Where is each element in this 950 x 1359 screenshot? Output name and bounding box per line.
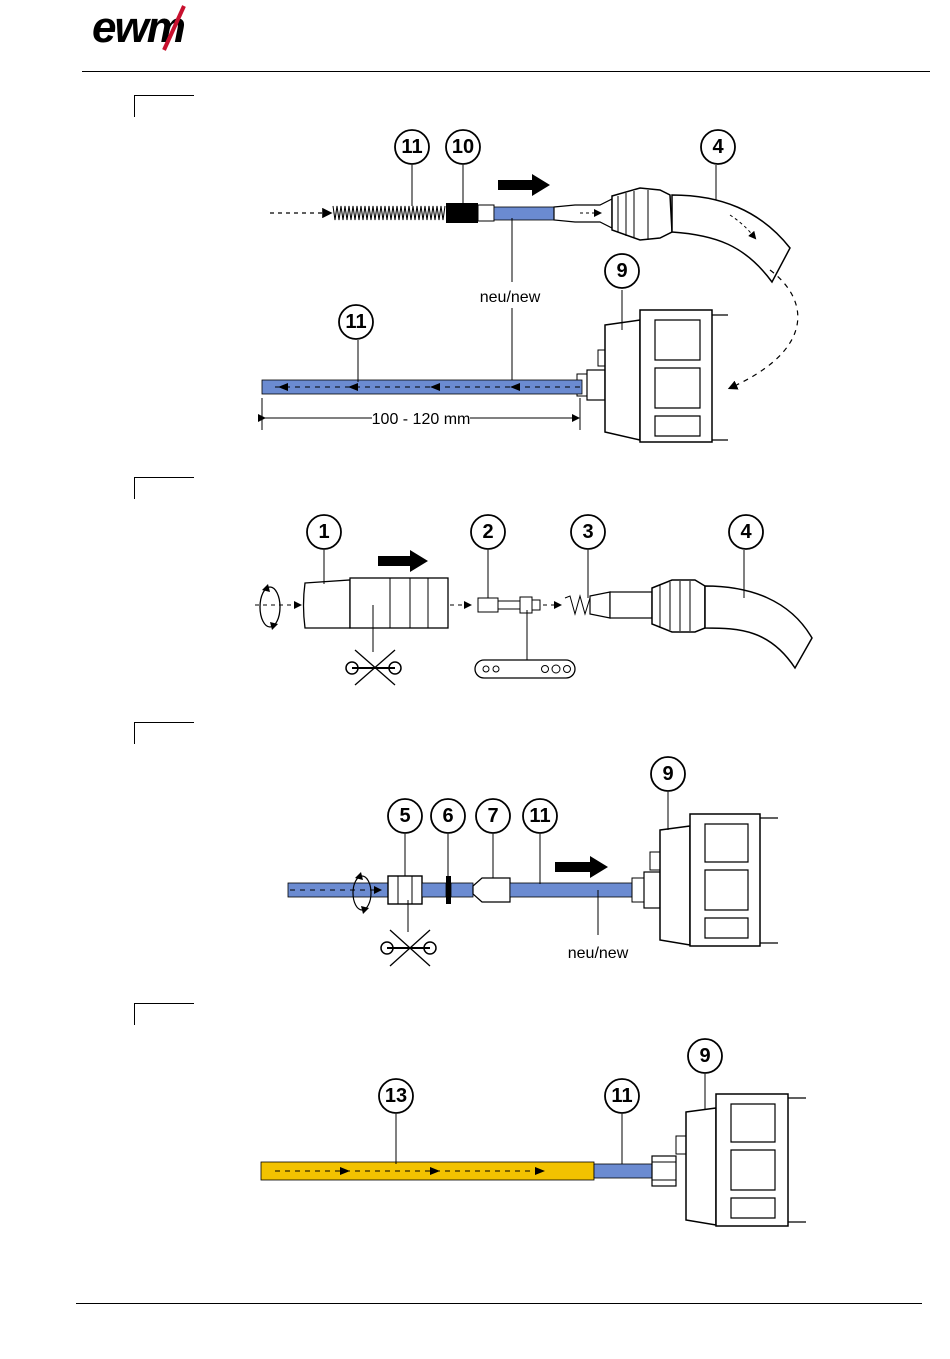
callout: 1 — [307, 515, 341, 549]
step-marker — [134, 477, 194, 499]
dimension-label: 100 - 120 mm — [372, 411, 471, 428]
callout: 7 — [476, 799, 510, 833]
callout: 9 — [651, 757, 685, 791]
callout: 2 — [471, 515, 505, 549]
callout: 4 — [729, 515, 763, 549]
callout: 13 — [379, 1079, 413, 1113]
svg-text:11: 11 — [345, 311, 366, 333]
central-connector-9 — [632, 814, 778, 946]
svg-text:13: 13 — [385, 1085, 407, 1107]
central-connector-9 — [577, 310, 728, 442]
ewm-logo: ewm — [92, 2, 222, 52]
svg-text:ewm: ewm — [92, 3, 185, 52]
contact-tip-2 — [478, 597, 540, 613]
svg-text:9: 9 — [616, 260, 627, 282]
no-wrench-icon — [346, 650, 401, 685]
svg-text:2: 2 — [482, 521, 493, 543]
callout: 6 — [431, 799, 465, 833]
svg-text:10: 10 — [452, 136, 474, 158]
callout: 5 — [388, 799, 422, 833]
callout: 9 — [688, 1039, 722, 1073]
new-label: neu/new — [568, 945, 629, 962]
callout: 11 — [395, 130, 429, 164]
sleeve-10 — [446, 203, 478, 223]
svg-text:6: 6 — [442, 805, 453, 827]
svg-text:4: 4 — [740, 521, 752, 543]
collet-7 — [473, 878, 510, 902]
central-connector-9 — [652, 1094, 806, 1226]
svg-text:5: 5 — [399, 805, 410, 827]
nut-5 — [388, 876, 422, 904]
spiral-liner — [333, 205, 445, 221]
torch-neck-4 — [672, 195, 790, 282]
callout: 11 — [523, 799, 557, 833]
step-marker — [134, 95, 194, 117]
svg-text:11: 11 — [529, 805, 550, 827]
svg-text:7: 7 — [487, 805, 498, 827]
figure-guide-tube: 13 11 9 — [0, 1035, 950, 1235]
callout: 9 — [605, 254, 639, 288]
new-liner — [494, 207, 554, 220]
direction-arrow — [498, 174, 550, 196]
direction-arrow — [378, 550, 428, 572]
svg-text:4: 4 — [712, 136, 724, 158]
callout: 11 — [339, 305, 373, 339]
gas-nozzle-1 — [304, 580, 351, 628]
direction-arrow — [555, 856, 608, 878]
callout: 10 — [446, 130, 480, 164]
svg-text:3: 3 — [582, 521, 593, 543]
torch-neck-4 — [705, 586, 812, 668]
svg-text:9: 9 — [662, 763, 673, 785]
svg-text:11: 11 — [611, 1085, 632, 1107]
header-rule — [82, 71, 930, 72]
figure-liner-removal: 11 10 4 9 11 neu/new 100 - 120 mm — [0, 120, 950, 450]
svg-text:1: 1 — [318, 521, 329, 543]
footer-rule — [76, 1303, 922, 1304]
step-marker — [134, 722, 194, 744]
o-ring-6 — [446, 876, 451, 904]
liner-11 — [510, 883, 632, 897]
callout: 11 — [605, 1079, 639, 1113]
callout: 4 — [701, 130, 735, 164]
liner-11 — [594, 1164, 652, 1178]
callout: 3 — [571, 515, 605, 549]
svg-text:9: 9 — [699, 1045, 710, 1067]
tip-adapter-3 — [590, 592, 610, 618]
figure-torch-disassembly: 1 2 3 4 — [0, 505, 950, 695]
no-wrench-icon — [381, 930, 436, 966]
new-label: neu/new — [480, 289, 541, 306]
figure-liner-fitting: 5 6 7 11 9 neu/new — [0, 750, 950, 975]
rotate-icon — [260, 584, 280, 630]
svg-text:11: 11 — [401, 136, 422, 158]
step-marker — [134, 1003, 194, 1025]
